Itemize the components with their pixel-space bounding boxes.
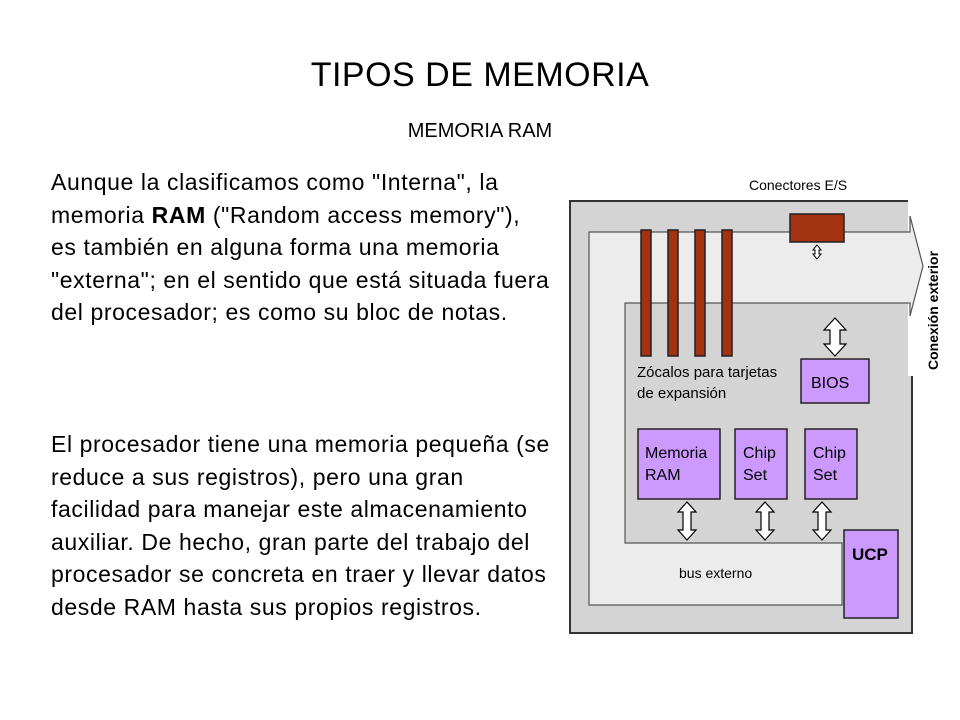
connector-arrow xyxy=(811,244,823,260)
io-connector xyxy=(789,213,845,243)
slide-subtitle: MEMORIA RAM xyxy=(407,120,553,142)
chipset1-label: Chip xyxy=(743,445,776,462)
bios-chip xyxy=(800,358,870,404)
slots-label: Zócalos para tarjetas xyxy=(637,364,777,381)
ram-label: Memoria xyxy=(645,445,707,462)
motherboard-diagram: Conectores E/S Conexión exterior Zócalos… xyxy=(569,177,941,634)
ucp-chip xyxy=(843,529,899,619)
slots-label: de expansión xyxy=(637,385,726,402)
slide-title: TIPOS DE MEMORIA xyxy=(310,56,650,94)
chipset-1 xyxy=(734,428,788,500)
expansion-slot xyxy=(667,229,679,357)
chipset1-bus-arrow xyxy=(754,501,776,541)
chipset2-bus-arrow xyxy=(811,501,833,541)
external-bus xyxy=(588,215,924,606)
bios-bus-arrow xyxy=(822,317,848,357)
paragraph-processor-description: El procesador tiene una memoria pequeña … xyxy=(51,431,550,620)
ram-label: RAM xyxy=(645,467,681,484)
ucp-label: UCP xyxy=(852,545,888,564)
ram-bold-term: RAM xyxy=(151,201,206,228)
ram-module xyxy=(637,428,721,500)
connectors-label: Conectores E/S xyxy=(749,177,847,193)
paragraph-text: ("Random access memory"), es también en … xyxy=(51,201,550,326)
ram-bus-arrow xyxy=(676,501,698,541)
bus-label: bus externo xyxy=(679,565,752,581)
expansion-slot xyxy=(640,229,652,357)
chipset2-label: Chip xyxy=(813,445,846,462)
expansion-slot xyxy=(694,229,706,357)
chipset1-label: Set xyxy=(743,467,768,484)
exterior-connection-label: Conexión exterior xyxy=(925,250,941,370)
chipset-2 xyxy=(804,428,858,500)
paragraph-text: Aunque la clasificamos como "Interna", l… xyxy=(51,169,499,228)
chipset2-label: Set xyxy=(813,467,838,484)
bios-label: BIOS xyxy=(811,375,849,392)
paragraph-ram-description: Aunque la clasificamos como "Interna", l… xyxy=(51,166,551,329)
expansion-slot xyxy=(721,229,733,357)
